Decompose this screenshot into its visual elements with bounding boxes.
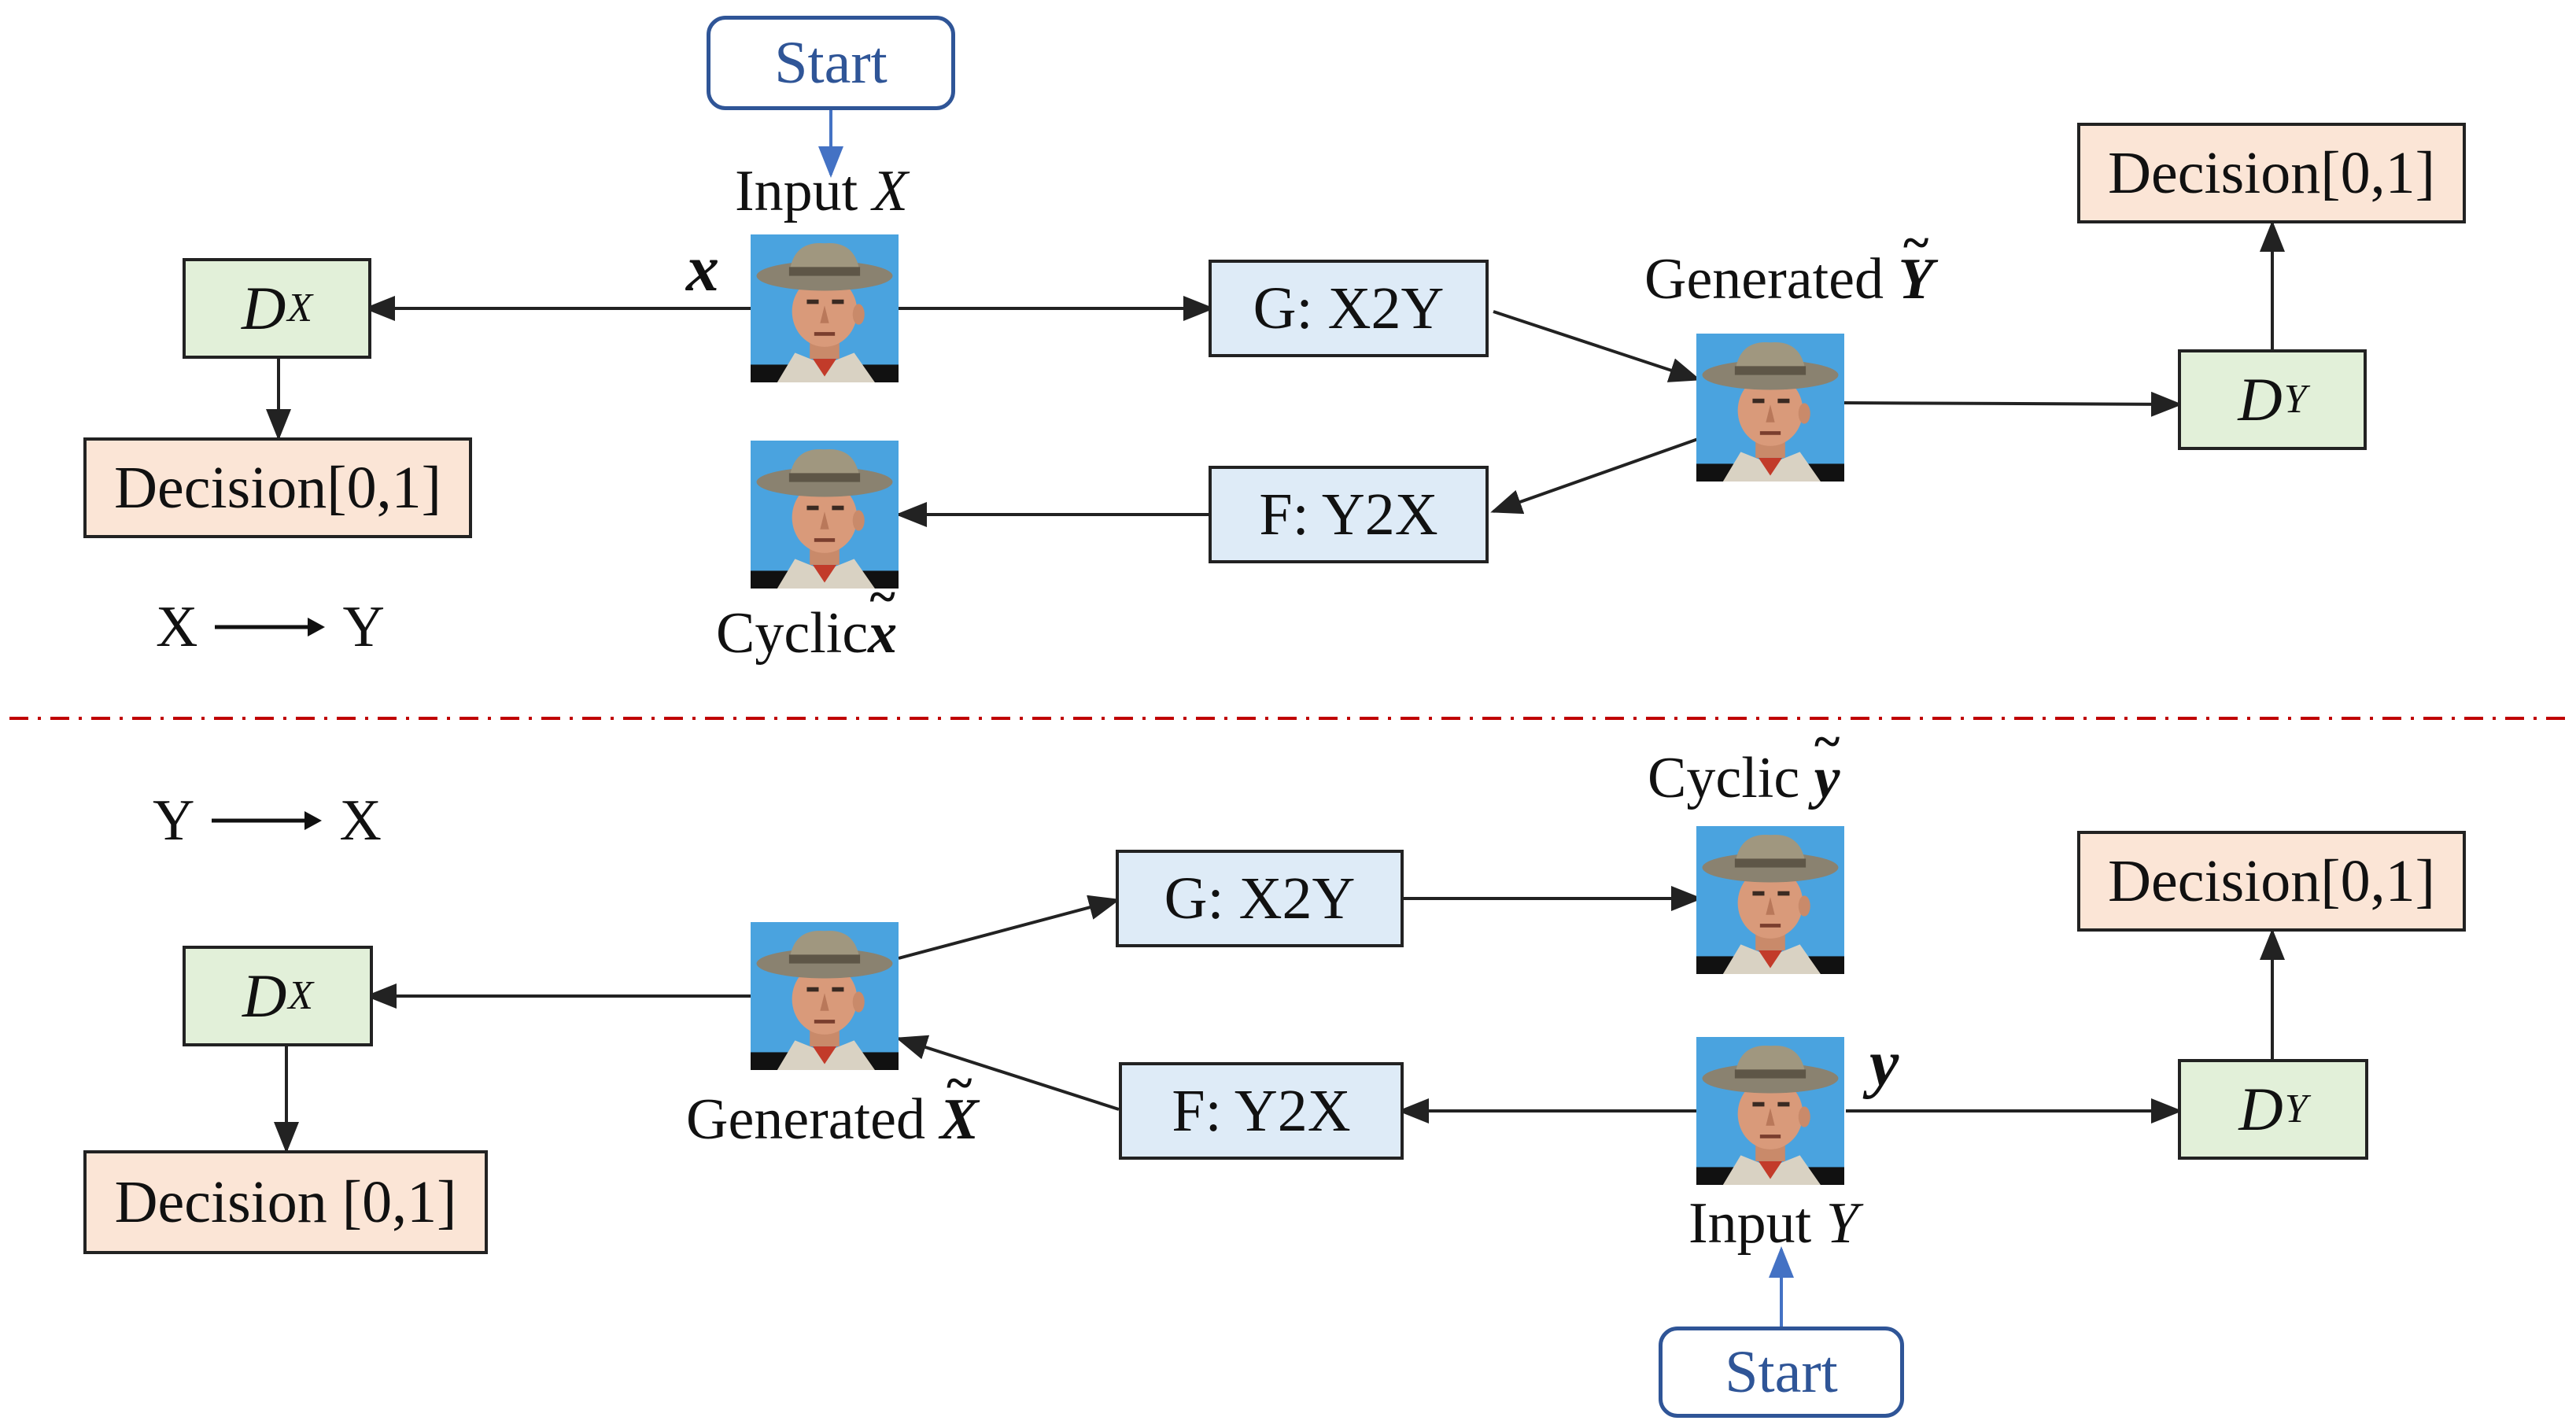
cowboy-portrait-icon <box>751 234 899 382</box>
cowboy-portrait-icon <box>751 441 899 589</box>
arrow-generated-x-to-g <box>898 895 1120 960</box>
start-button-bottom: Start <box>1659 1327 1904 1418</box>
start-label: Start <box>1725 1339 1838 1405</box>
input-x-label: Input X <box>735 159 908 223</box>
cowboy-portrait-icon <box>1696 334 1844 482</box>
generated-x-label: Generated X <box>686 1059 979 1149</box>
direction-x-to-y: X Y <box>156 595 385 659</box>
cyclic-x-image <box>751 441 899 589</box>
cowboy-portrait-icon <box>1696 1037 1844 1185</box>
f-y2x-generator-top: F: Y2X <box>1209 466 1489 563</box>
generated-y-label: Generated Y <box>1644 219 1934 308</box>
arrow-generated-y-to-f <box>1490 437 1699 515</box>
cyclic-x-label: Cyclicx <box>716 573 897 662</box>
x-variable: x <box>686 232 719 305</box>
direction-y-to-x: Y X <box>153 788 382 853</box>
decision-box-bottom-left: Decision [0,1] <box>83 1150 488 1254</box>
right-arrow-icon <box>215 618 326 637</box>
decision-box-bottom-right: Decision[0,1] <box>2077 831 2466 932</box>
input-x-image <box>751 234 899 382</box>
arrow-generated-y-to-dy <box>1843 391 2183 417</box>
f-y2x-generator-bottom: F: Y2X <box>1119 1062 1404 1160</box>
arrow-g-to-generated-y <box>1493 310 1701 382</box>
cowboy-portrait-icon <box>751 922 899 1070</box>
cyclic-y-label: Cyclic y <box>1648 718 1840 807</box>
decision-box-top-left: Decision[0,1] <box>83 437 472 538</box>
input-y-image <box>1696 1037 1844 1185</box>
g-x2y-generator-bottom: G: X2Y <box>1116 850 1404 947</box>
right-arrow-icon <box>212 811 323 830</box>
generated-y-image <box>1696 334 1844 482</box>
cowboy-portrait-icon <box>1696 826 1844 974</box>
start-button-top: Start <box>707 16 955 110</box>
start-label: Start <box>774 30 888 96</box>
y-variable: y <box>1869 1027 1899 1100</box>
input-y-label: Input Y <box>1688 1191 1858 1256</box>
generated-x-image <box>751 922 899 1070</box>
g-x2y-generator-top: G: X2Y <box>1209 260 1489 357</box>
cyclic-y-image <box>1696 826 1844 974</box>
decision-box-top-right: Decision[0,1] <box>2077 123 2466 223</box>
arrow-f-to-generated-x <box>895 1035 1120 1111</box>
